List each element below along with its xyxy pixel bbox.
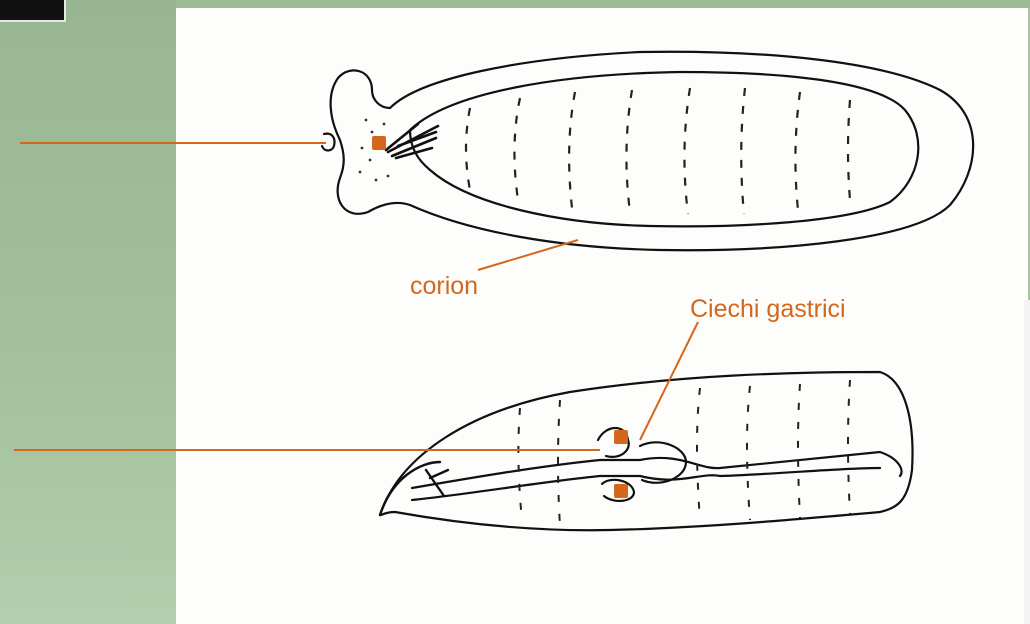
annotation-markers (372, 136, 628, 498)
larva-outline (380, 372, 913, 530)
marker-top (372, 136, 386, 150)
marker-caeca-lower (614, 484, 628, 498)
larva-drawing (380, 372, 913, 530)
marker-caeca-upper (614, 430, 628, 444)
embryo-body (410, 72, 918, 226)
pointer-line-ciechi (640, 322, 698, 440)
label-corion: corion (410, 274, 478, 299)
larva-segments (518, 380, 850, 526)
egg-embryo-drawing (322, 52, 973, 250)
pointer-line-corion (478, 240, 578, 270)
embryo-segments (466, 88, 850, 214)
label-ciechi-gastrici: Ciechi gastrici (690, 297, 846, 322)
chorion-outline (331, 52, 974, 250)
annotation-lines (14, 143, 698, 450)
